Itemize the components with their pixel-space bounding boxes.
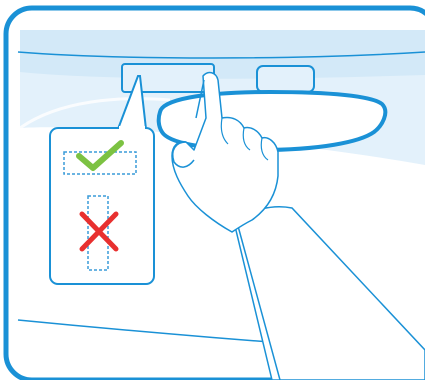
windshield-tint-band [20,30,425,79]
sensor-mount [257,66,314,92]
callout-pointer-mask [119,126,145,130]
